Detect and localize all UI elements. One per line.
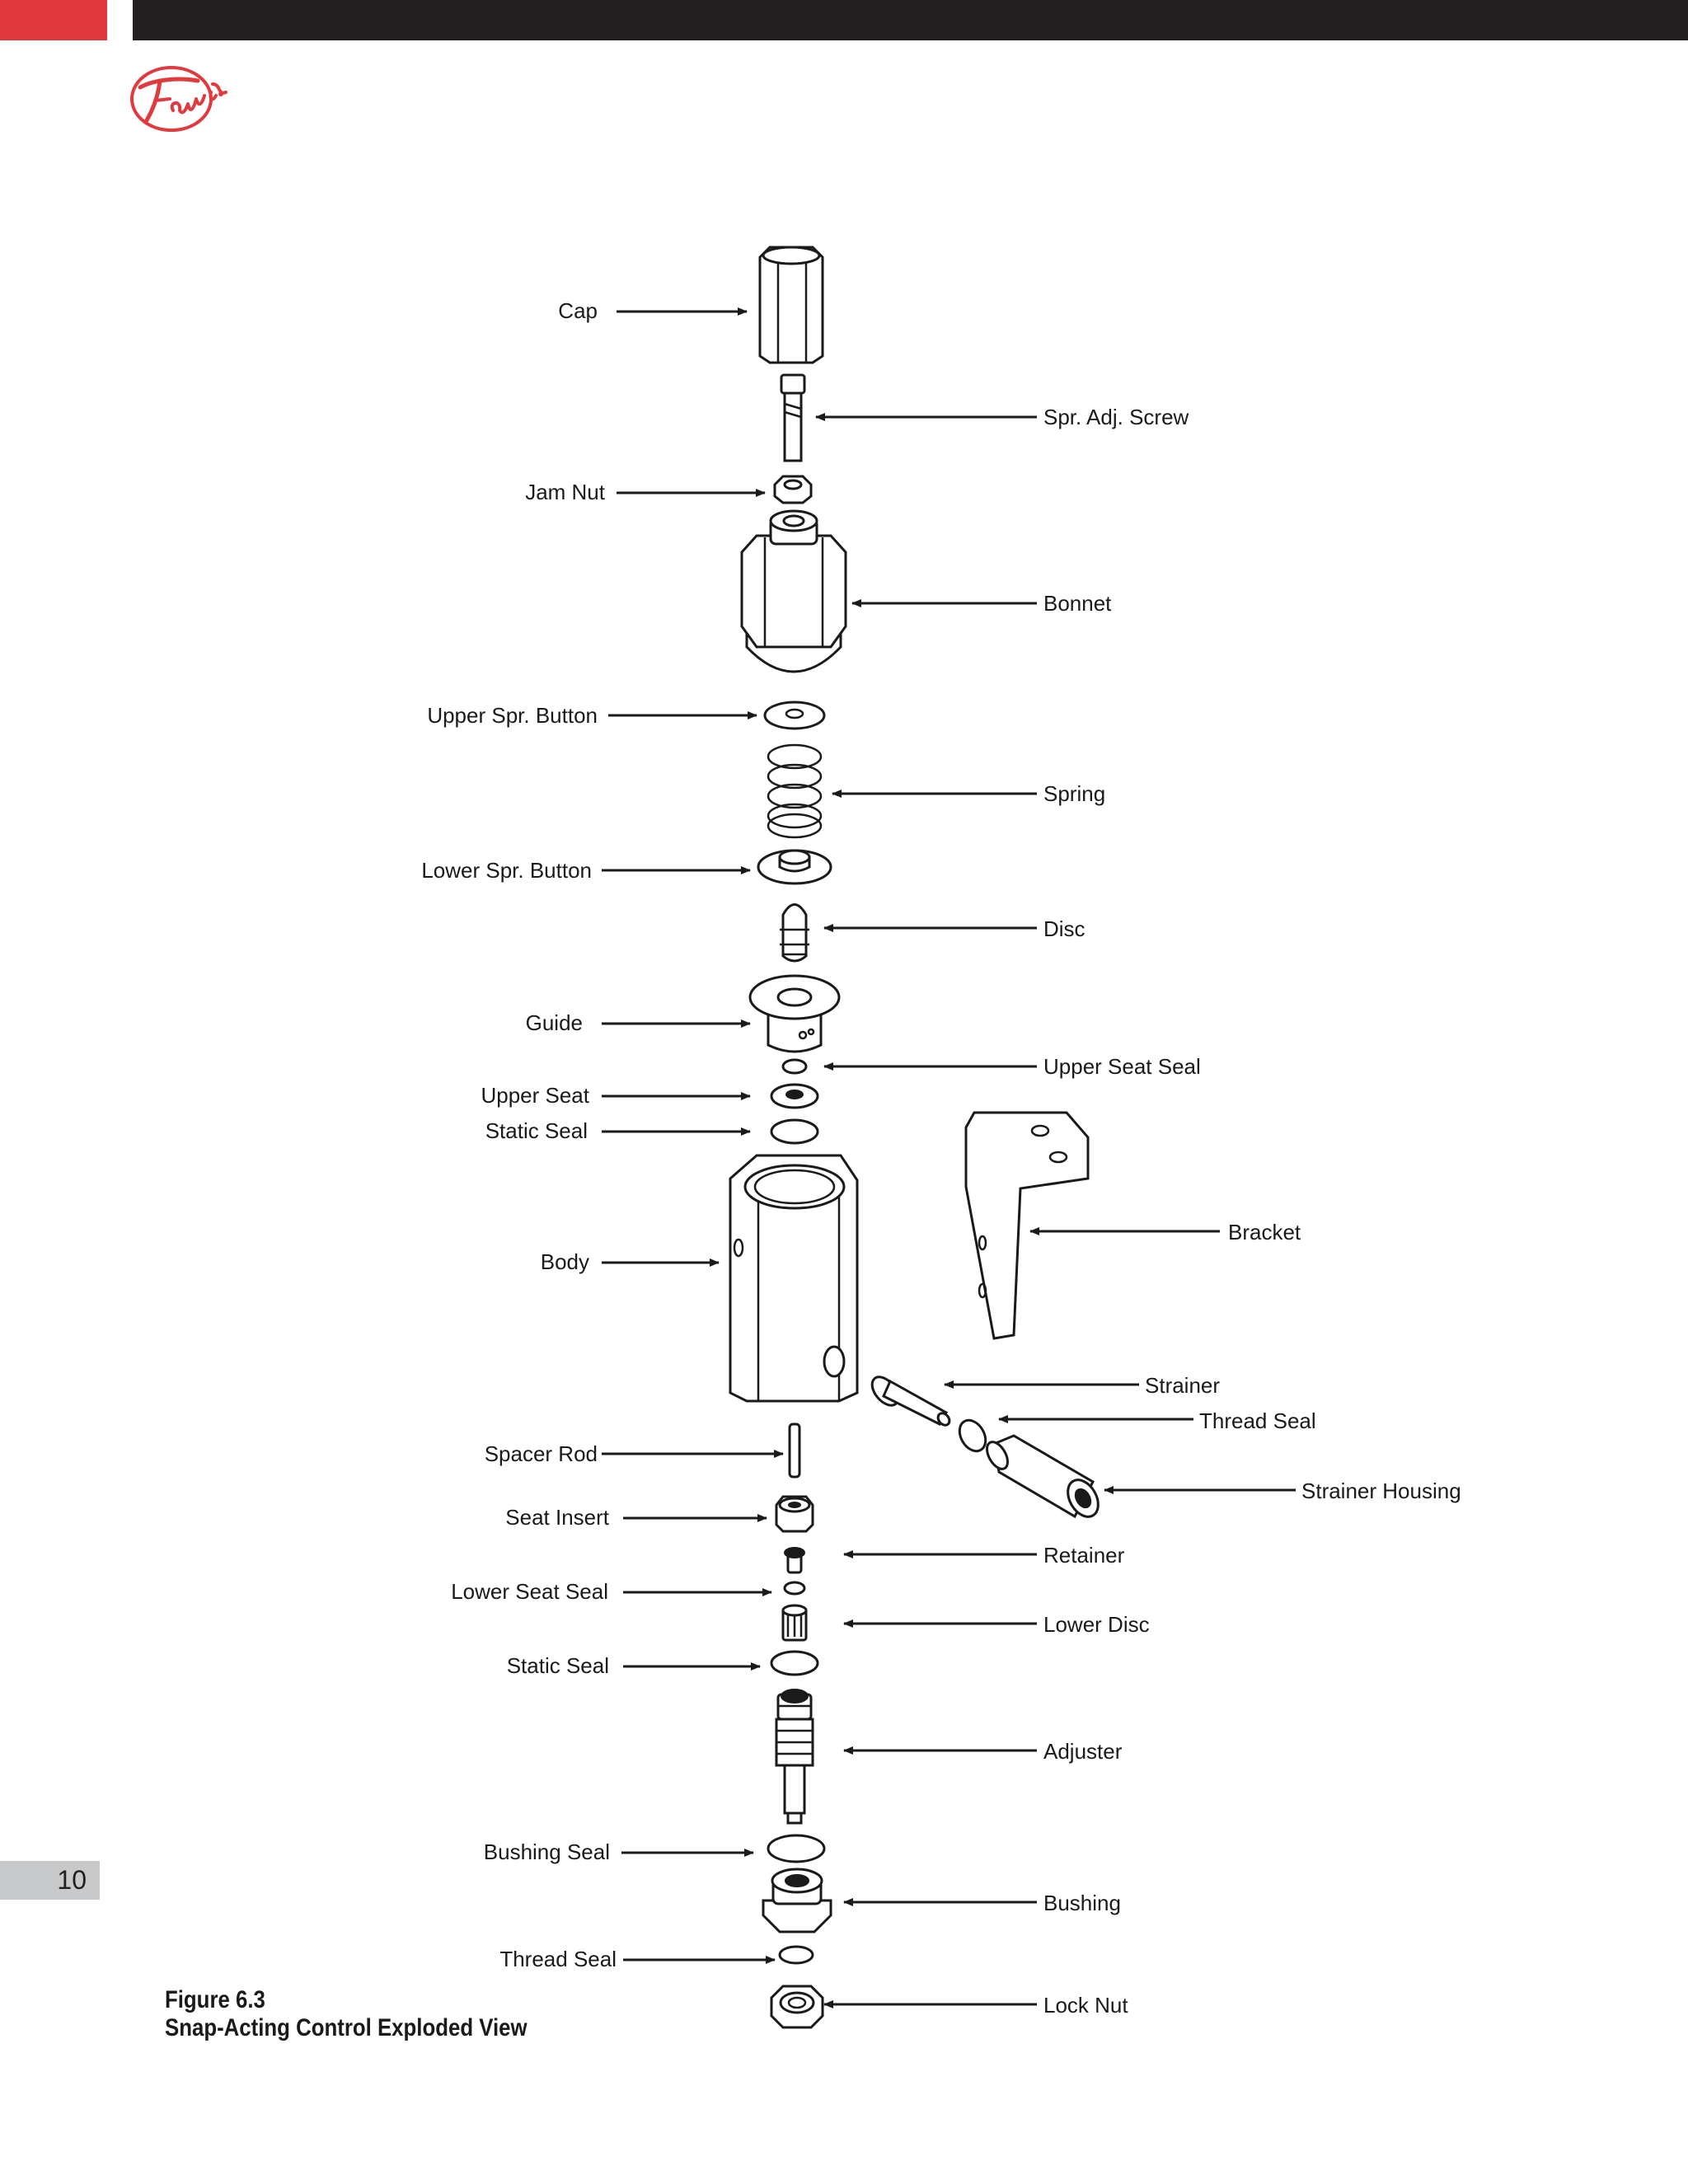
label-disc: Disc xyxy=(1043,916,1085,941)
thread-seal-strainer-part xyxy=(958,1418,987,1453)
label-upper-seat-seal: Upper Seat Seal xyxy=(1043,1054,1201,1079)
guide-part xyxy=(748,974,841,1053)
bushing-part xyxy=(762,1868,832,1933)
label-thread-seal-strainer: Thread Seal xyxy=(1199,1408,1316,1433)
label-cap: Cap xyxy=(558,298,598,323)
upper-seat-seal-part xyxy=(781,1058,808,1075)
static-seal-upper-part xyxy=(770,1118,819,1145)
strainer-housing-part xyxy=(986,1434,1100,1519)
static-seal-lower-part xyxy=(770,1650,819,1676)
label-spring: Spring xyxy=(1043,781,1105,806)
page-tab xyxy=(0,1861,100,1900)
bracket-part xyxy=(964,1111,1090,1340)
jam-nut-part xyxy=(773,475,813,504)
label-bushing: Bushing xyxy=(1043,1891,1121,1915)
strainer-part xyxy=(870,1376,951,1427)
header-black-bar xyxy=(133,0,1688,40)
lower-disc-part xyxy=(781,1604,808,1642)
thread-seal-lower-part xyxy=(778,1945,814,1965)
label-static-seal-lower: Static Seal xyxy=(507,1653,609,1678)
label-seat-insert: Seat Insert xyxy=(505,1505,610,1530)
label-guide: Guide xyxy=(526,1010,583,1035)
leader-arrows xyxy=(602,307,1296,2008)
label-body: Body xyxy=(541,1249,589,1274)
label-bonnet: Bonnet xyxy=(1043,591,1112,616)
upper-spr-button-part xyxy=(763,701,826,730)
label-lower-seat-seal: Lower Seat Seal xyxy=(451,1579,608,1604)
label-adjuster: Adjuster xyxy=(1043,1739,1123,1764)
label-strainer-housing: Strainer Housing xyxy=(1301,1479,1461,1503)
label-static-seal-upper: Static Seal xyxy=(485,1118,588,1143)
spring-part xyxy=(767,743,823,839)
label-retainer: Retainer xyxy=(1043,1543,1125,1568)
label-lower-disc: Lower Disc xyxy=(1043,1612,1150,1637)
bushing-seal-part xyxy=(767,1834,826,1863)
lock-nut-part xyxy=(770,1985,824,2029)
figure-title: Snap-Acting Control Exploded View xyxy=(165,2014,528,2041)
seat-insert-part xyxy=(775,1495,814,1533)
lower-seat-seal-part xyxy=(783,1581,806,1596)
label-jam-nut: Jam Nut xyxy=(525,480,606,504)
label-strainer: Strainer xyxy=(1145,1373,1220,1398)
label-thread-seal-lower: Thread Seal xyxy=(499,1947,617,1971)
lower-spr-button-part xyxy=(757,849,832,885)
label-upper-spr-button: Upper Spr. Button xyxy=(427,703,598,728)
spacer-rod-part xyxy=(788,1422,801,1479)
upper-seat-part xyxy=(770,1083,819,1109)
part-labels: Cap Spr. Adj. Screw Jam Nut Bonnet Upper… xyxy=(421,298,1461,2018)
retainer-part xyxy=(784,1547,805,1574)
spr-adj-screw-part xyxy=(780,373,806,462)
label-lower-spr-button: Lower Spr. Button xyxy=(421,858,592,883)
adjuster-part xyxy=(775,1689,814,1825)
header-red-block xyxy=(0,0,107,40)
label-bushing-seal: Bushing Seal xyxy=(484,1840,610,1864)
cap-part xyxy=(758,246,824,364)
figure-number: Figure 6.3 xyxy=(165,1986,265,2013)
label-spacer-rod: Spacer Rod xyxy=(485,1441,598,1466)
page-number: 10 xyxy=(57,1865,87,1895)
label-spr-adj-screw: Spr. Adj. Screw xyxy=(1043,405,1189,429)
label-upper-seat: Upper Seat xyxy=(481,1083,589,1108)
body-part xyxy=(729,1154,859,1403)
bonnet-part xyxy=(740,509,847,673)
disc-part xyxy=(780,903,809,963)
label-lock-nut: Lock Nut xyxy=(1043,1993,1128,2018)
farris-logo xyxy=(130,66,227,132)
label-bracket: Bracket xyxy=(1228,1220,1301,1244)
